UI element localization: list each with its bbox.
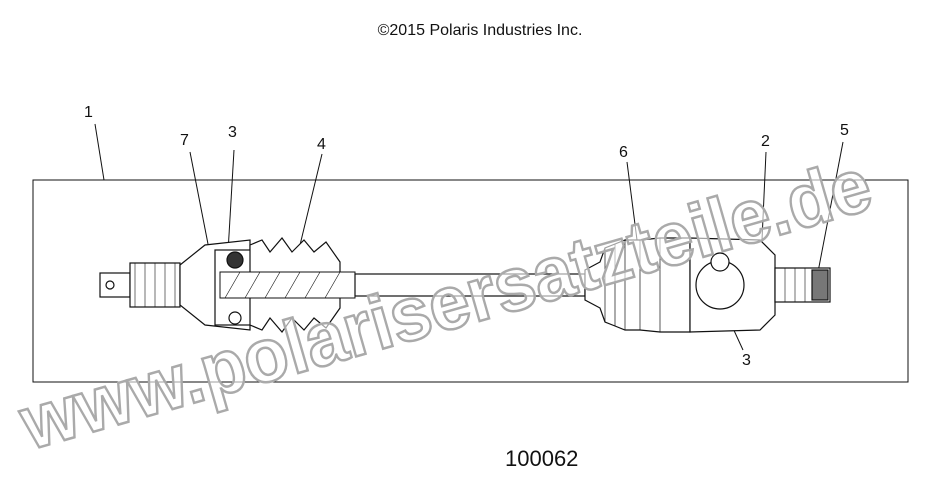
callout-1: 1 [84,104,93,121]
callout-6: 6 [619,144,628,161]
callout-3-outer: 3 [742,352,751,369]
copyright-text: ©2015 Polaris Industries Inc. [377,22,583,39]
inner-stub [99,262,181,308]
outer-spline [774,267,831,303]
figure-number: 100062 [505,446,579,471]
callout-3-inner: 3 [228,124,237,141]
leader-lines [94,123,844,351]
callout-2: 2 [761,133,770,150]
outer-joint [689,237,776,333]
callout-4: 4 [317,136,326,153]
assembly-box [32,179,909,383]
callout-5: 5 [840,122,849,139]
callout-7: 7 [180,132,189,149]
